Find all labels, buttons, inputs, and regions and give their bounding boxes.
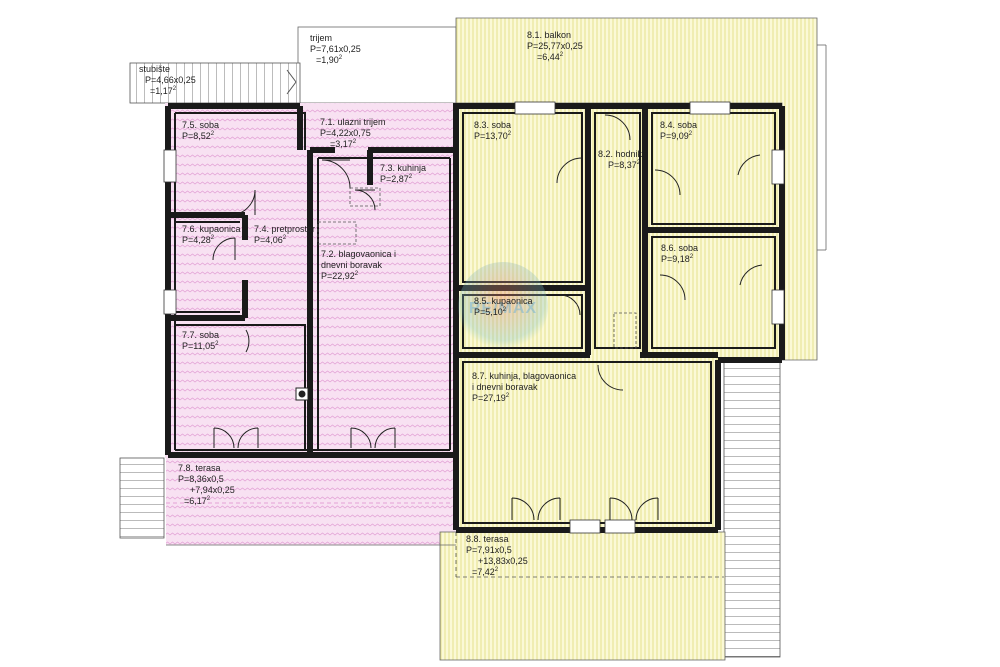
label-stubiste: stubište P=4,66x0,25 =1,172 (139, 64, 196, 96)
label-room-7-3: 7.3. kuhinja P=2,872 (380, 163, 427, 184)
label-room-7-2: 7.2. blagovaonica i dnevni boravak P=22,… (321, 249, 397, 281)
label-room-8-5: 8.5. kupaonica P=5,102 (474, 296, 533, 317)
label-trijem: trijem P=7,61x0,25 =1,902 (310, 33, 361, 65)
kuhinja-8-floor (456, 360, 718, 532)
label-room-8-7: 8.7. kuhinja, blagovaonica i dnevni bora… (472, 371, 577, 403)
label-room-8-8: 8.8. terasa P=7,91x0,5 +13,83x0,25 =7,42… (466, 534, 528, 577)
ulazni-trijem-floor (300, 103, 456, 147)
label-room-7-6: 7.6. kupaonica P=4,282 (182, 224, 241, 245)
label-room-7-7: 7.7. soba P=11,052 (182, 330, 220, 351)
label-room-7-1: 7.1. ulazni trijem P=4,22x0,75 =3,172 (320, 117, 386, 149)
label-room-8-2: 8.2. hodnik P=8,372 (598, 149, 643, 170)
label-room-7-5: 7.5. soba P=8,522 (182, 120, 220, 141)
label-room-8-3: 8.3. soba P=13,702 (474, 120, 512, 141)
watermark-logo (458, 262, 548, 352)
label-room-7-4: 7.4. pretprostor P=4,062 (254, 224, 316, 245)
label-room-8-6: 8.6. soba P=9,182 (661, 243, 699, 264)
label-room-8-4: 8.4. soba P=9,092 (660, 120, 698, 141)
label-room-8-1: 8.1. balkon P=25,77x0,25 =6,442 (527, 30, 583, 62)
watermark-text: RE/MAX (468, 300, 538, 317)
left-stairs (119, 457, 165, 539)
right-stairs (723, 361, 781, 658)
trijem-outline (297, 26, 457, 104)
label-room-7-8: 7.8. terasa P=8,36x0,5 +7,94x0,25 =6,172 (178, 463, 235, 506)
